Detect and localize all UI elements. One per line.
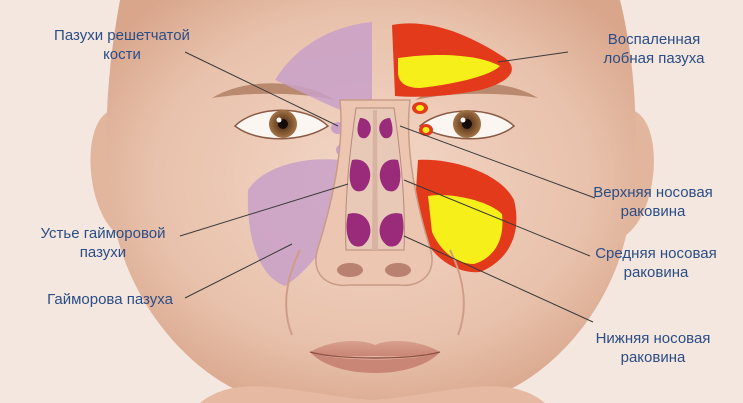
- label-frontal-line2: лобная пазуха: [574, 49, 734, 68]
- label-inferior-line2: раковина: [578, 348, 728, 367]
- label-ethmoid-line1: Пазухи решетчатой: [32, 26, 212, 45]
- label-inferior-line1: Нижняя носовая: [578, 329, 728, 348]
- label-middle-line1: Средняя носовая: [578, 244, 734, 263]
- label-superior-line1: Верхняя носовая: [578, 183, 728, 202]
- label-inferior-concha: Нижняя носовая раковина: [578, 329, 728, 367]
- label-ostium-line2: пазухи: [18, 243, 188, 262]
- label-frontal-line1: Воспаленная: [574, 30, 734, 49]
- label-superior-concha: Верхняя носовая раковина: [578, 183, 728, 221]
- label-inflamed-frontal-sinus: Воспаленная лобная пазуха: [574, 30, 734, 68]
- label-ethmoid-sinuses: Пазухи решетчатой кости: [32, 26, 212, 64]
- label-middle-concha: Средняя носовая раковина: [578, 244, 734, 282]
- label-maxillary-sinus: Гайморова пазуха: [30, 290, 190, 309]
- label-ostium-line1: Устье гайморовой: [18, 224, 188, 243]
- label-maxillary-ostium: Устье гайморовой пазухи: [18, 224, 188, 262]
- label-maxillary-line1: Гайморова пазуха: [30, 290, 190, 309]
- right-nostril: [385, 263, 411, 277]
- label-middle-line2: раковина: [578, 263, 734, 282]
- label-superior-line2: раковина: [578, 202, 728, 221]
- label-ethmoid-line2: кости: [32, 45, 212, 64]
- left-nostril: [337, 263, 363, 277]
